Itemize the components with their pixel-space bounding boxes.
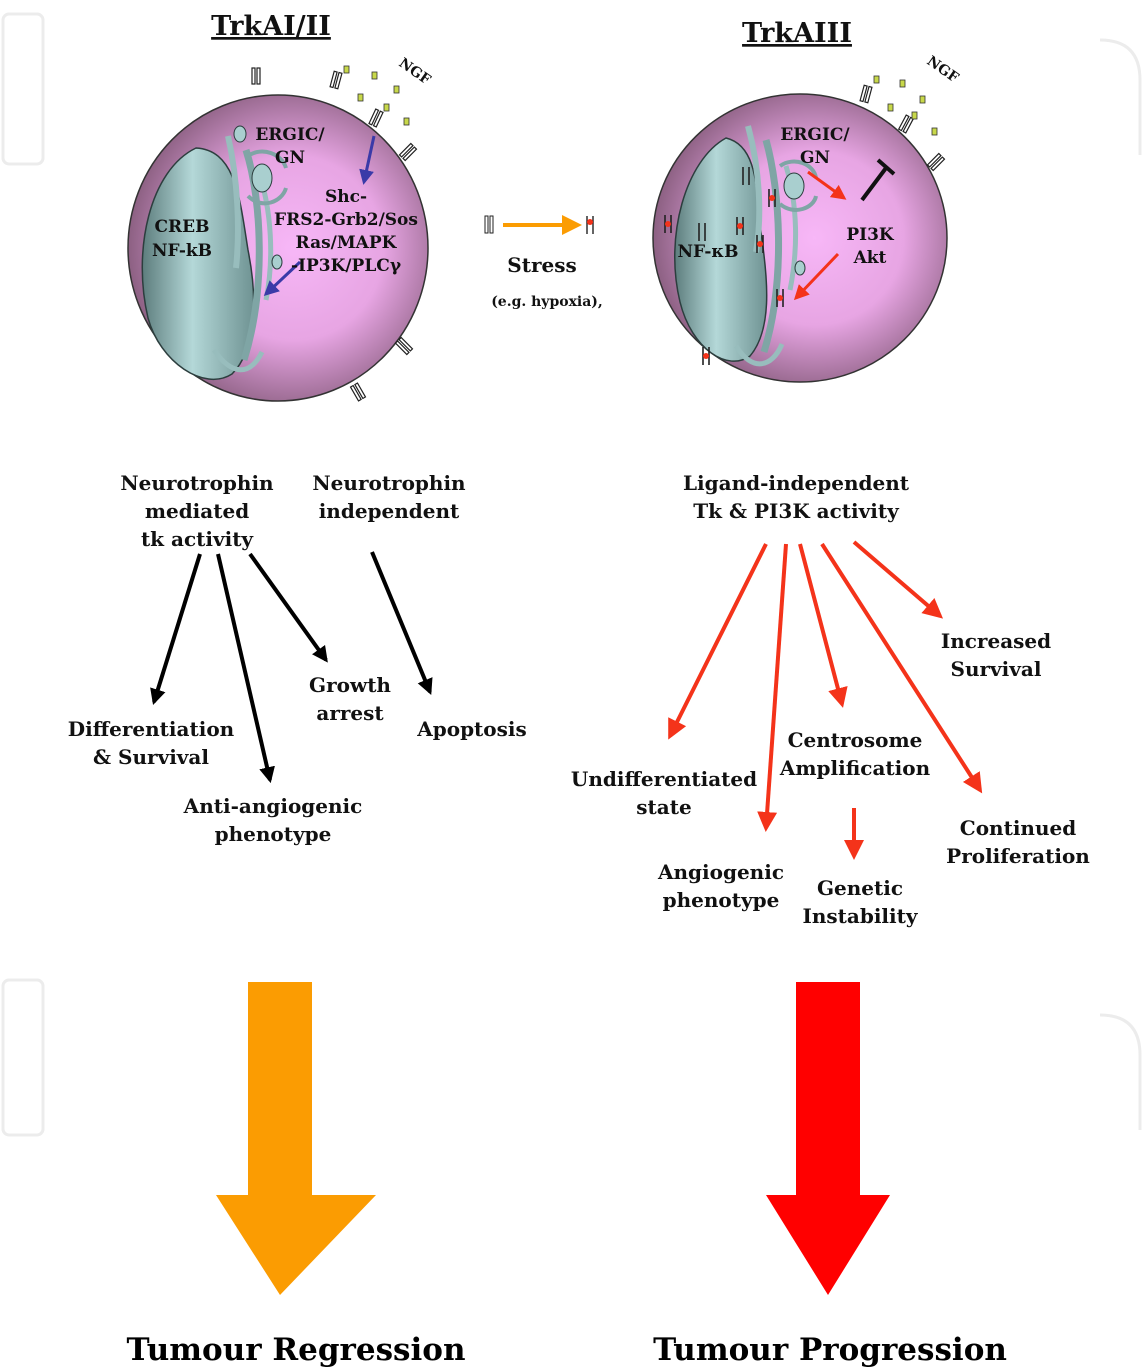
arrow-to-anti-angiogenic [216,553,275,784]
left-title: TrkAI/II [211,11,331,42]
differentiation-line2: & Survival [93,745,209,769]
growth-arrest-line2: arrest [316,701,384,725]
right-golgi [778,159,818,276]
arrow-to-growth-arrest [248,552,328,663]
undiff-line1: Undifferentiated [571,767,757,791]
left-nucleus-creb: CREB [155,217,210,237]
left-nucleus [141,147,255,380]
arrow-to-centrosome [798,543,848,708]
centrosome-line1: Centrosome [788,728,923,752]
ligand-line2: Tk & PI3K activity [693,499,900,523]
right-nucleus-nfkb: NF-κB [677,242,738,262]
stress-example: (e.g. hypoxia), [491,294,603,310]
independent-line2: independent [319,499,460,523]
genetic-line2: Instability [803,904,919,928]
left-cell [127,65,429,402]
pi3k-line2: Akt [853,248,887,268]
prolif-line2: Proliferation [946,844,1090,868]
stress-label: Stress [507,253,576,277]
regression-big-arrow [216,982,376,1295]
watermark-frames [1,12,1142,1137]
pathway-line3: Ras/MAPK [296,233,398,253]
right-ngf-ligands [873,75,938,136]
right-ergic-line2: GN [800,148,830,168]
anti-angio-line2: phenotype [215,822,332,846]
right-ergic-line1: ERGIC/ [780,125,850,145]
stress-receptor-before [484,215,494,234]
pathway-line4: -IP3K/PLCγ [291,256,402,276]
growth-arrest-line1: Growth [309,673,391,697]
pi3k-line1: PI3K [846,225,895,245]
mediated-line1: Neurotrophin [120,471,274,495]
left-blue-arrows [263,135,376,297]
pathway-line1: Shc- [325,187,367,207]
centrosome-line2: Amplification [779,756,931,780]
left-golgi [233,125,288,270]
ligand-line1: Ligand-independent [683,471,910,495]
right-receptors [859,84,946,172]
angio-line1: Angiogenic [657,860,784,884]
independent-line1: Neurotrophin [312,471,466,495]
left-ngf-ligands [343,65,410,126]
survival-line2: Survival [951,657,1042,681]
right-inhibition [860,158,896,202]
progression-big-arrow [766,982,890,1295]
undiff-line2: state [636,795,691,819]
prolif-line1: Continued [960,816,1076,840]
anti-angio-line1: Anti-angiogenic [183,794,363,818]
arrow-to-undifferentiated [668,543,768,740]
right-red-cell-arrows [793,170,847,301]
pathway-line2: FRS2-Grb2/Sos [274,210,418,230]
arrow-to-apoptosis [370,551,433,695]
mediated-line2: mediated [145,499,249,523]
mediated-line3: tk activity [141,527,254,551]
arrow-to-angiogenic [757,543,788,832]
arrow-to-differentiation [150,553,202,706]
left-ergic-line2: GN [275,148,305,168]
left-ergic-line1: ERGIC/ [255,125,325,145]
arrow-to-proliferation [820,542,983,794]
left-ngf-label: NGF [396,55,434,88]
right-ngf-label: NGF [924,53,962,86]
stress-receptor-after [586,216,594,234]
right-title: TrkAIII [742,18,852,49]
left-outcome-arrows [150,551,433,784]
genetic-line1: Genetic [817,876,903,900]
apoptosis-label: Apoptosis [416,717,527,741]
right-cell [652,75,948,383]
labels: TrkAI/II TrkAIII NGF NGF ERGIC/ GN CREB … [68,11,1090,1368]
left-nucleus-nfkb: NF-kB [152,241,212,261]
angio-line2: phenotype [663,888,780,912]
right-outcome-arrows [668,540,983,860]
progression-label: Tumour Progression [653,1332,1007,1368]
arrow-to-survival [852,540,944,619]
regression-label: Tumour Regression [126,1332,465,1368]
differentiation-line1: Differentiation [68,717,235,741]
left-receptors [251,67,418,402]
stress-transition [484,215,594,235]
right-activated-receptors [664,167,784,365]
survival-line1: Increased [941,629,1051,653]
